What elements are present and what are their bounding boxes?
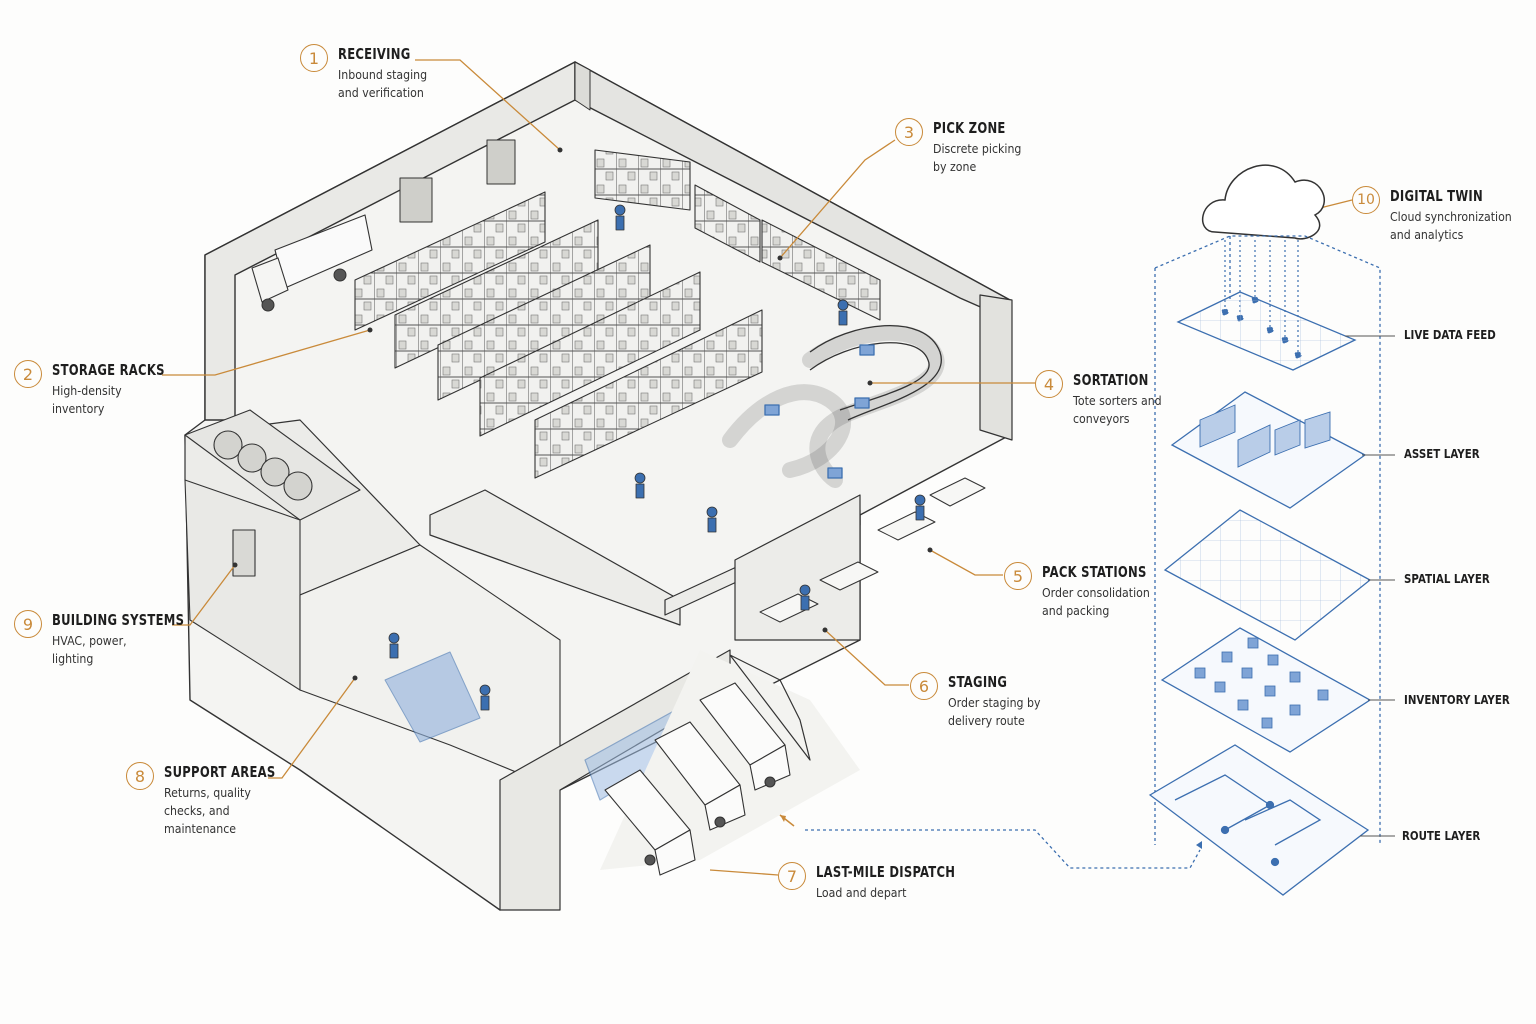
callout-description: Load and depart	[816, 885, 907, 900]
layer-label-live-data-feed: LIVE DATA FEED	[1404, 327, 1496, 342]
callout-title: BUILDING SYSTEMS	[52, 611, 185, 629]
callout-pick-zone: 3 PICK ZONE Discrete picking by zone	[895, 118, 1033, 176]
callout-title: PACK STATIONS	[1042, 563, 1147, 581]
callout-number: 2	[14, 360, 42, 388]
storage-racks	[354, 149, 881, 479]
layer-plate-route	[1148, 744, 1370, 896]
callout-number: 1	[300, 44, 328, 72]
leader-6	[824, 629, 909, 686]
leader-lines	[162, 59, 1353, 876]
callout-title: SORTATION	[1073, 371, 1149, 389]
callout-title: SUPPORT AREAS	[164, 763, 276, 781]
callout-storage-racks: 2 STORAGE RACKS High-density inventory	[14, 360, 183, 418]
callout-staging: 6 STAGING Order staging by delivery rout…	[910, 672, 1053, 730]
callout-receiving: 1 RECEIVING Inbound staging and verifica…	[300, 44, 439, 102]
callout-sortation: 4 SORTATION Tote sorters and conveyors	[1035, 370, 1174, 428]
leader-8	[268, 677, 356, 779]
layer-label-asset: ASSET LAYER	[1404, 446, 1480, 461]
callout-number: 7	[778, 862, 806, 890]
callout-description: Discrete picking by zone	[933, 141, 1022, 174]
callout-support-areas: 8 SUPPORT AREAS Returns, quality checks,…	[126, 762, 294, 838]
callout-number: 6	[910, 672, 938, 700]
callout-number: 3	[895, 118, 923, 146]
warehouse-building	[184, 61, 1013, 911]
inbound-truck	[251, 214, 373, 312]
callout-description: Order consolidation and packing	[1042, 585, 1150, 618]
callout-title: STAGING	[948, 673, 1008, 691]
leader-7	[709, 869, 779, 876]
sortation-conveyor	[722, 324, 945, 488]
callout-number: 9	[14, 610, 42, 638]
cloud-icon	[1201, 164, 1325, 240]
callout-title: STORAGE RACKS	[52, 361, 165, 379]
callout-description: Tote sorters and conveyors	[1073, 393, 1162, 426]
layer-plate-spatial	[1163, 509, 1372, 641]
layer-plate-live-data	[1176, 291, 1357, 371]
layer-label-spatial: SPATIAL LAYER	[1404, 571, 1490, 586]
callout-digital-twin: 10 DIGITAL TWIN Cloud synchronization an…	[1352, 186, 1528, 244]
workers	[388, 204, 926, 711]
callout-title: PICK ZONE	[933, 119, 1006, 137]
leader-2	[162, 329, 371, 376]
callout-title: LAST-MILE DISPATCH	[816, 863, 956, 881]
callout-description: Order staging by delivery route	[948, 695, 1041, 728]
callout-description: HVAC, power, lighting	[52, 633, 127, 666]
callout-pack-stations: 5 PACK STATIONS Order consolidation and …	[1004, 562, 1165, 620]
callout-title: DIGITAL TWIN	[1390, 187, 1483, 205]
leader-10	[1319, 199, 1353, 209]
layer-label-route: ROUTE LAYER	[1402, 828, 1481, 843]
callout-number: 8	[126, 762, 154, 790]
digital-twin-stack	[779, 164, 1395, 896]
callout-last-mile-dispatch: 7 LAST-MILE DISPATCH Load and depart	[778, 862, 978, 902]
callout-title: RECEIVING	[338, 45, 411, 63]
leader-3	[779, 139, 896, 259]
right-wall	[979, 294, 1013, 441]
callout-description: Cloud synchronization and analytics	[1390, 209, 1512, 242]
callout-building-systems: 9 BUILDING SYSTEMS HVAC, power, lighting	[14, 610, 206, 668]
callout-description: Inbound staging and verification	[338, 67, 428, 100]
leader-1	[415, 59, 561, 151]
callout-number: 4	[1035, 370, 1063, 398]
callout-number: 10	[1352, 186, 1380, 214]
callout-description: Returns, quality checks, and maintenance	[164, 785, 251, 836]
layer-label-inventory: INVENTORY LAYER	[1404, 692, 1510, 707]
callout-description: High-density inventory	[52, 383, 122, 416]
dispatch-trucks	[604, 682, 791, 876]
hvac-units	[184, 409, 361, 691]
leader-5	[929, 549, 1003, 576]
callout-number: 5	[1004, 562, 1032, 590]
leader-9	[172, 564, 236, 626]
